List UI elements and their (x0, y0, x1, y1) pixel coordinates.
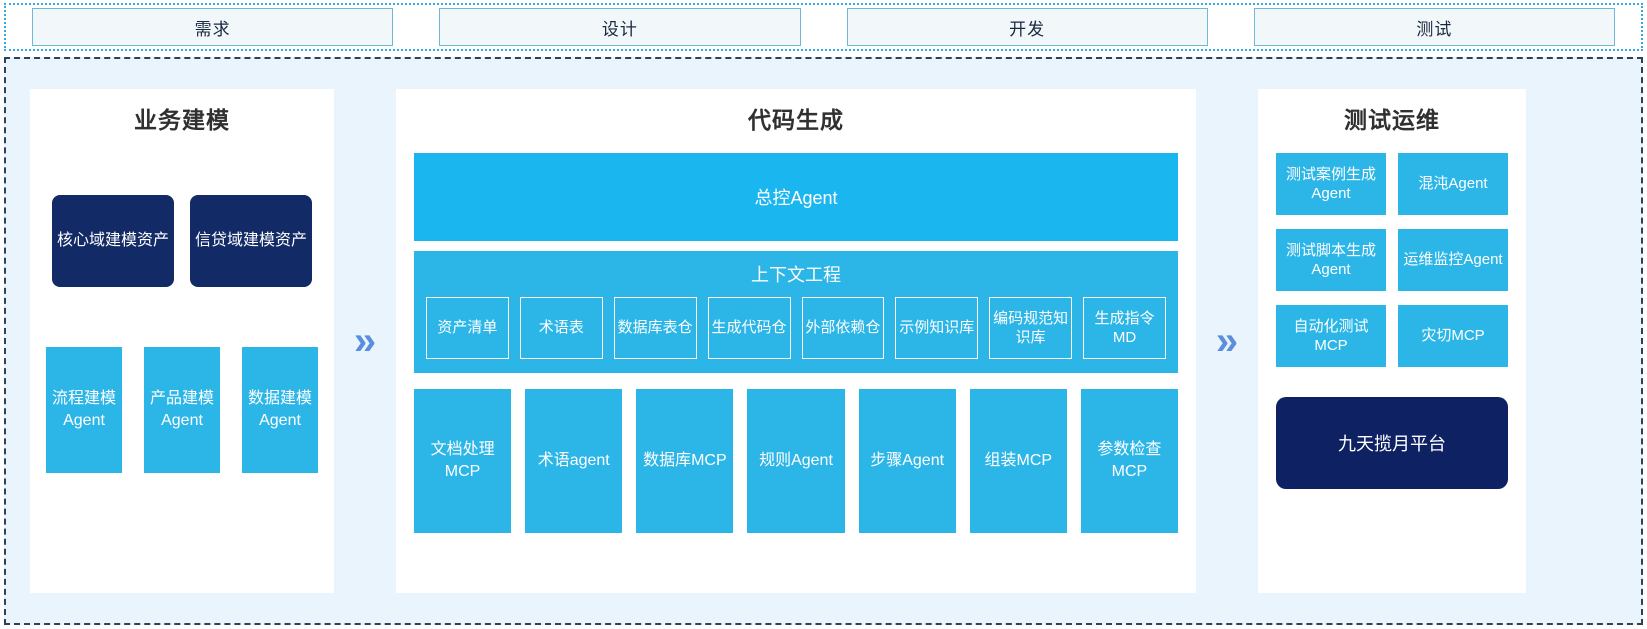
modeling-agent-label: 流程建模Agent (51, 390, 116, 429)
context-item-glossary[interactable]: 术语表 (519, 297, 603, 359)
context-engineering-title: 上下文工程 (751, 265, 841, 285)
test-card-test-script-generation-agent[interactable]: 测试脚本生成Agent (1276, 229, 1386, 291)
modeling-agent-data[interactable]: 数据建模Agent (242, 347, 318, 473)
chevron-glyph: » (353, 319, 377, 363)
test-card-label: 灾切MCP (1421, 327, 1485, 345)
context-item-generation-instruction-md[interactable]: 生成指令MD (1083, 297, 1166, 359)
context-item-label: 数据库表仓 (617, 319, 693, 337)
control-agent-card[interactable]: 总控Agent (414, 153, 1178, 241)
main-frame: 业务建模 核心域建模资产 信贷域建模资产 流程建模Agent 产品建模Agent… (4, 57, 1643, 625)
context-item-external-dependency-repo[interactable]: 外部依赖仓 (801, 297, 885, 359)
asset-card-label: 信贷域建模资产 (194, 232, 307, 250)
tool-card-glossary-agent[interactable]: 术语agent (525, 389, 623, 533)
context-item-coding-standard-knowledge-base[interactable]: 编码规范知识库 (989, 297, 1073, 359)
context-item-label: 资产清单 (437, 319, 498, 337)
context-item-label: 外部依赖仓 (805, 319, 881, 337)
modeling-agent-product[interactable]: 产品建模Agent (144, 347, 220, 473)
tool-card-step-agent[interactable]: 步骤Agent (858, 389, 956, 533)
context-item-generated-code-repo[interactable]: 生成代码仓 (707, 297, 791, 359)
test-card-ops-monitoring-agent[interactable]: 运维监控Agent (1398, 229, 1508, 291)
test-card-label: 混沌Agent (1418, 175, 1488, 193)
tool-card-label: 规则Agent (759, 452, 833, 470)
context-item-label: 编码规范知识库 (993, 309, 1069, 347)
test-ops-grid: 测试案例生成Agent 混沌Agent 测试脚本生成Agent 运维监控Agen… (1276, 153, 1508, 367)
test-card-label: 测试案例生成Agent (1285, 165, 1376, 203)
panel-title-business-modeling: 业务建模 (134, 107, 230, 133)
phase-label: 开发 (1009, 19, 1046, 39)
context-item-label: 生成指令MD (1094, 309, 1155, 347)
tool-card-label: 步骤Agent (870, 452, 945, 470)
context-item-label: 生成代码仓 (711, 319, 787, 337)
modeling-agent-label: 产品建模Agent (149, 390, 214, 429)
test-card-label: 测试脚本生成Agent (1285, 241, 1376, 279)
tool-card-label: 文档处理MCP (430, 441, 495, 480)
test-card-automated-test-mcp[interactable]: 自动化测试MCP (1276, 305, 1386, 367)
platform-card-jiutian-lanyue[interactable]: 九天揽月平台 (1276, 397, 1508, 489)
tool-card-label: 参数检查MCP (1097, 441, 1162, 480)
panel-test-ops: 测试运维 测试案例生成Agent 混沌Agent 测试脚本生成Agent 运维监… (1258, 89, 1526, 593)
phase-box-testing[interactable]: 测试 (1253, 8, 1615, 46)
phase-box-design[interactable]: 设计 (439, 8, 801, 46)
asset-card-credit-domain[interactable]: 信贷域建模资产 (190, 195, 312, 287)
phase-label: 测试 (1416, 19, 1453, 39)
tool-card-document-processing-mcp[interactable]: 文档处理MCP (414, 389, 512, 533)
phase-label: 需求 (194, 19, 231, 39)
phase-strip: 需求 设计 开发 测试 (4, 3, 1643, 51)
test-card-label: 运维监控Agent (1403, 251, 1503, 269)
asset-card-label: 核心域建模资产 (56, 232, 169, 250)
test-card-test-case-generation-agent[interactable]: 测试案例生成Agent (1276, 153, 1386, 215)
double-chevron-right-icon-right: » (1196, 89, 1258, 593)
panel-title-test-ops: 测试运维 (1344, 107, 1440, 133)
tool-card-label: 术语agent (537, 452, 610, 470)
tool-card-assembly-mcp[interactable]: 组装MCP (969, 389, 1067, 533)
context-item-example-knowledge-base[interactable]: 示例知识库 (895, 297, 979, 359)
tool-card-database-mcp[interactable]: 数据库MCP (636, 389, 734, 533)
phase-label: 设计 (601, 19, 638, 39)
context-item-asset-list[interactable]: 资产清单 (426, 297, 509, 359)
modeling-agent-label: 数据建模Agent (247, 390, 312, 429)
context-item-db-table-repo[interactable]: 数据库表仓 (613, 297, 697, 359)
phase-box-development[interactable]: 开发 (846, 8, 1208, 46)
asset-card-core-domain[interactable]: 核心域建模资产 (52, 195, 174, 287)
double-chevron-right-icon-left: » (334, 89, 396, 593)
modeling-agent-process[interactable]: 流程建模Agent (46, 347, 122, 473)
context-engineering-block: 上下文工程 资产清单 术语表 数据库表仓 生成代码仓 外部依赖仓 (414, 251, 1178, 373)
context-item-label: 示例知识库 (899, 319, 975, 337)
panel-business-modeling: 业务建模 核心域建模资产 信贷域建模资产 流程建模Agent 产品建模Agent… (30, 89, 334, 593)
test-card-disaster-recovery-mcp[interactable]: 灾切MCP (1398, 305, 1508, 367)
tool-card-row: 文档处理MCP 术语agent 数据库MCP 规则Agent 步骤Agent 组… (414, 389, 1178, 533)
modeling-agent-row: 流程建模Agent 产品建模Agent 数据建模Agent (44, 347, 320, 473)
control-agent-label: 总控Agent (754, 188, 838, 208)
chevron-glyph: » (1215, 319, 1239, 363)
phase-box-requirement[interactable]: 需求 (32, 8, 394, 46)
panel-code-generation: 代码生成 总控Agent 上下文工程 资产清单 术语表 数据库表仓 (396, 89, 1196, 593)
tool-card-label: 组装MCP (984, 452, 1053, 470)
tool-card-parameter-check-mcp[interactable]: 参数检查MCP (1080, 389, 1178, 533)
context-item-label: 术语表 (538, 319, 584, 337)
platform-card-label: 九天揽月平台 (1338, 434, 1446, 454)
tool-card-rule-agent[interactable]: 规则Agent (747, 389, 845, 533)
panel-title-code-generation: 代码生成 (748, 107, 844, 133)
tool-card-label: 数据库MCP (643, 452, 727, 470)
test-card-label: 自动化测试MCP (1293, 317, 1369, 355)
context-item-row: 资产清单 术语表 数据库表仓 生成代码仓 外部依赖仓 示例知 (426, 297, 1166, 359)
asset-card-row: 核心域建模资产 信贷域建模资产 (44, 195, 320, 287)
test-card-chaos-agent[interactable]: 混沌Agent (1398, 153, 1508, 215)
